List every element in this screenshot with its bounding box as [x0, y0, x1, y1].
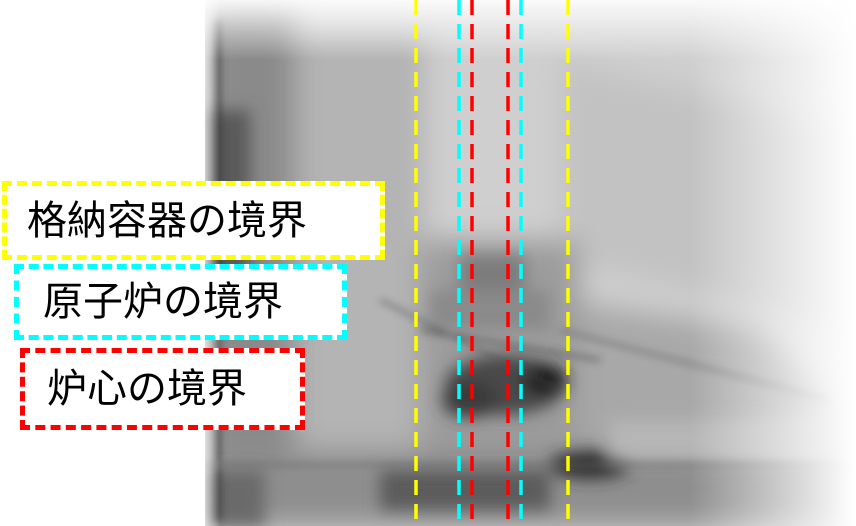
containment-boundary-label: 格納容器の境界 — [27, 197, 307, 244]
containment-boundary-legend: 格納容器の境界 — [2, 181, 385, 260]
core-boundary-legend: 炉心の境界 — [20, 348, 305, 430]
core-boundary-label: 炉心の境界 — [47, 366, 247, 412]
reactor-boundary-legend: 原子炉の境界 — [14, 264, 347, 340]
reactor-boundary-label: 原子炉の境界 — [43, 279, 283, 325]
